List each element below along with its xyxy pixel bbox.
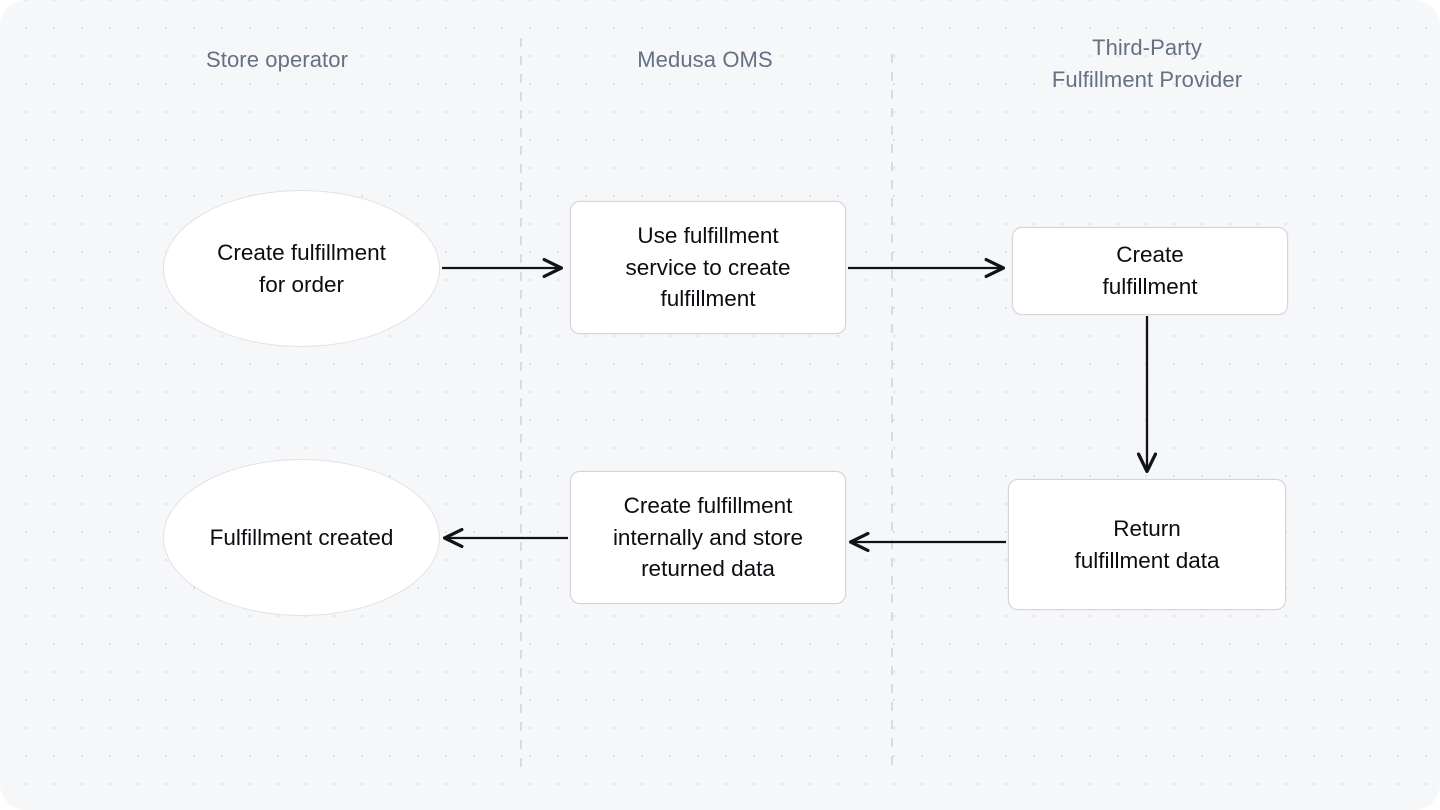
node-create-fulfillment[interactable]: Create fulfillment (1012, 227, 1288, 315)
node-label: Create fulfillment internally and store … (612, 492, 804, 582)
node-label: Use fulfillment service to create fulfil… (625, 222, 791, 312)
lane-label-third-party-fulfillment-provider: Third-Party Fulfillment Provider (1051, 35, 1243, 92)
lane-label-medusa-oms: Medusa OMS (637, 47, 773, 72)
node-fulfillment-created[interactable]: Fulfillment created (163, 459, 440, 616)
node-create-fulfillment-for-order[interactable]: Create fulfillment for order (163, 190, 440, 347)
node-label: Create fulfillment for order (217, 239, 386, 297)
node-use-fulfillment-service-to-create-fulfillment[interactable]: Use fulfillment service to create fulfil… (570, 201, 846, 334)
node-return-fulfillment-data[interactable]: Return fulfillment data (1008, 479, 1286, 610)
node-label: Return fulfillment data (1074, 515, 1220, 573)
node-label: Fulfillment created (209, 524, 394, 550)
node-label: Create fulfillment (1102, 242, 1198, 299)
lane-label-store-operator: Store operator (205, 47, 349, 72)
node-create-fulfillment-internally-and-store-returned-data[interactable]: Create fulfillment internally and store … (570, 471, 846, 604)
